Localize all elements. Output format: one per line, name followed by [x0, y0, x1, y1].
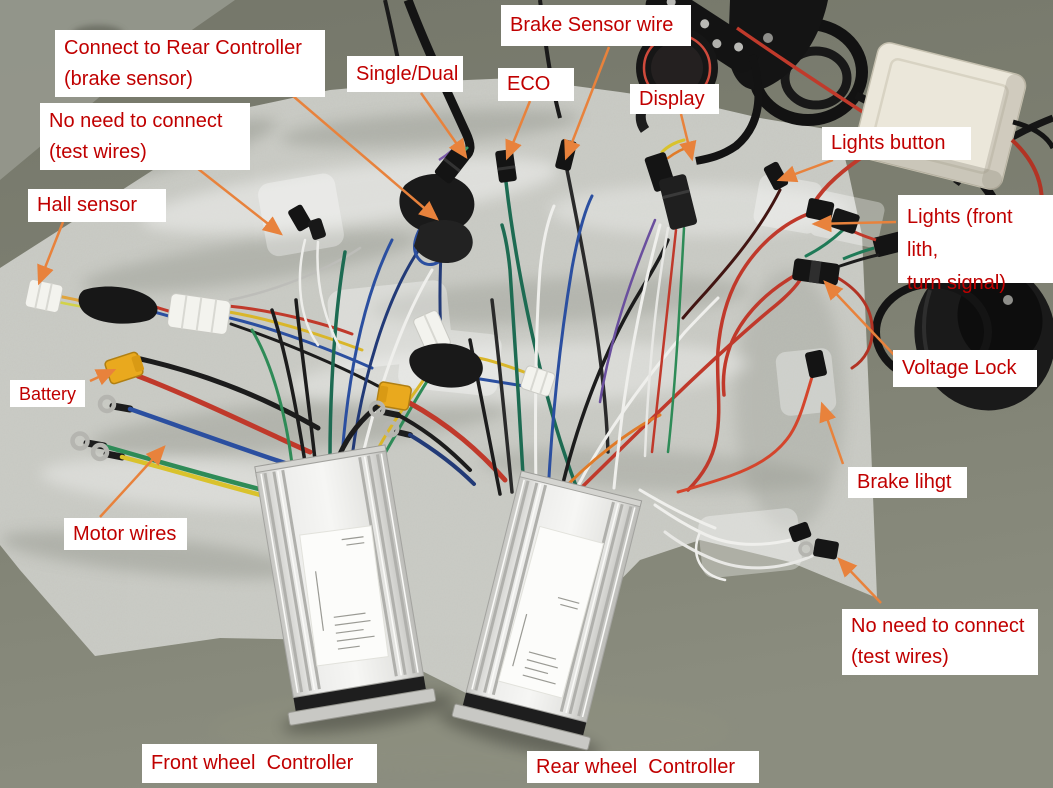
arrow-brake-sensor-wire — [564, 46, 611, 161]
arrow-no-need-top — [196, 167, 283, 236]
red-wire-top — [735, 26, 873, 120]
front-wheel-controller-unit — [254, 444, 456, 734]
label-lights-front-turn-signal: Lights (front lith, turn signal) — [898, 195, 1053, 294]
white-connector-right — [520, 365, 556, 397]
arrow-voltage-lock — [823, 280, 897, 358]
label-single-dual: Single/Dual — [347, 56, 463, 92]
label-hall-sensor: Hall sensor — [28, 189, 166, 222]
tape-wrap-center — [409, 343, 483, 388]
arrow-brake-light — [819, 401, 845, 465]
ring-terminal — [70, 431, 90, 451]
ring-terminal — [368, 400, 386, 418]
tape-wrap-left — [78, 286, 158, 324]
arrow-connect-to-rear-controller — [292, 95, 439, 221]
label-voltage-lock: Voltage Lock — [893, 350, 1037, 387]
arrow-motor-wires — [99, 445, 166, 518]
arrow-lights-front — [811, 214, 897, 233]
label-battery: Battery — [10, 380, 85, 407]
label-connect-to-rear-controller: Connect to Rear Controller (brake sensor… — [55, 30, 325, 97]
display-cable — [695, 53, 763, 165]
voltage-lock-connector — [792, 258, 840, 286]
ring-terminal — [97, 394, 117, 414]
label-display: Display — [630, 84, 719, 114]
brake-light-connector — [805, 349, 827, 379]
annotation-arrows — [37, 46, 897, 604]
rear-wheel-controller-unit — [437, 470, 643, 759]
label-lights-button: Lights button — [822, 127, 971, 160]
controller-label-sticker — [497, 525, 605, 699]
arrow-lights-button — [776, 158, 834, 183]
label-eco: ECO — [498, 68, 574, 101]
label-front-wheel-controller: Front wheel Controller — [142, 744, 377, 783]
label-motor-wires: Motor wires — [64, 518, 187, 550]
ring-terminal — [382, 420, 400, 438]
label-brake-sensor-wire: Brake Sensor wire — [501, 5, 691, 46]
arrow-battery — [89, 368, 117, 386]
battery-connector-xt60-2 — [376, 381, 412, 411]
label-rear-wheel-controller: Rear wheel Controller — [527, 751, 759, 783]
label-no-need-to-connect-top: No need to connect (test wires) — [40, 103, 250, 170]
ring-terminal — [90, 442, 110, 462]
arrow-display — [679, 113, 697, 162]
label-brake-light: Brake lihgt — [848, 467, 967, 498]
hall-sensor-connector — [24, 279, 64, 313]
arrow-hall-sensor — [37, 221, 65, 286]
label-no-need-to-connect-bottom: No need to connect (test wires) — [842, 609, 1038, 675]
arrow-eco — [505, 100, 532, 161]
test-wire-connector — [788, 521, 812, 543]
controller-label-sticker — [299, 525, 389, 667]
arrow-no-need-bottom — [837, 557, 882, 604]
lights-button-connector — [763, 161, 789, 191]
arrow-single-dual — [419, 92, 468, 160]
white-connector-left — [167, 293, 231, 335]
